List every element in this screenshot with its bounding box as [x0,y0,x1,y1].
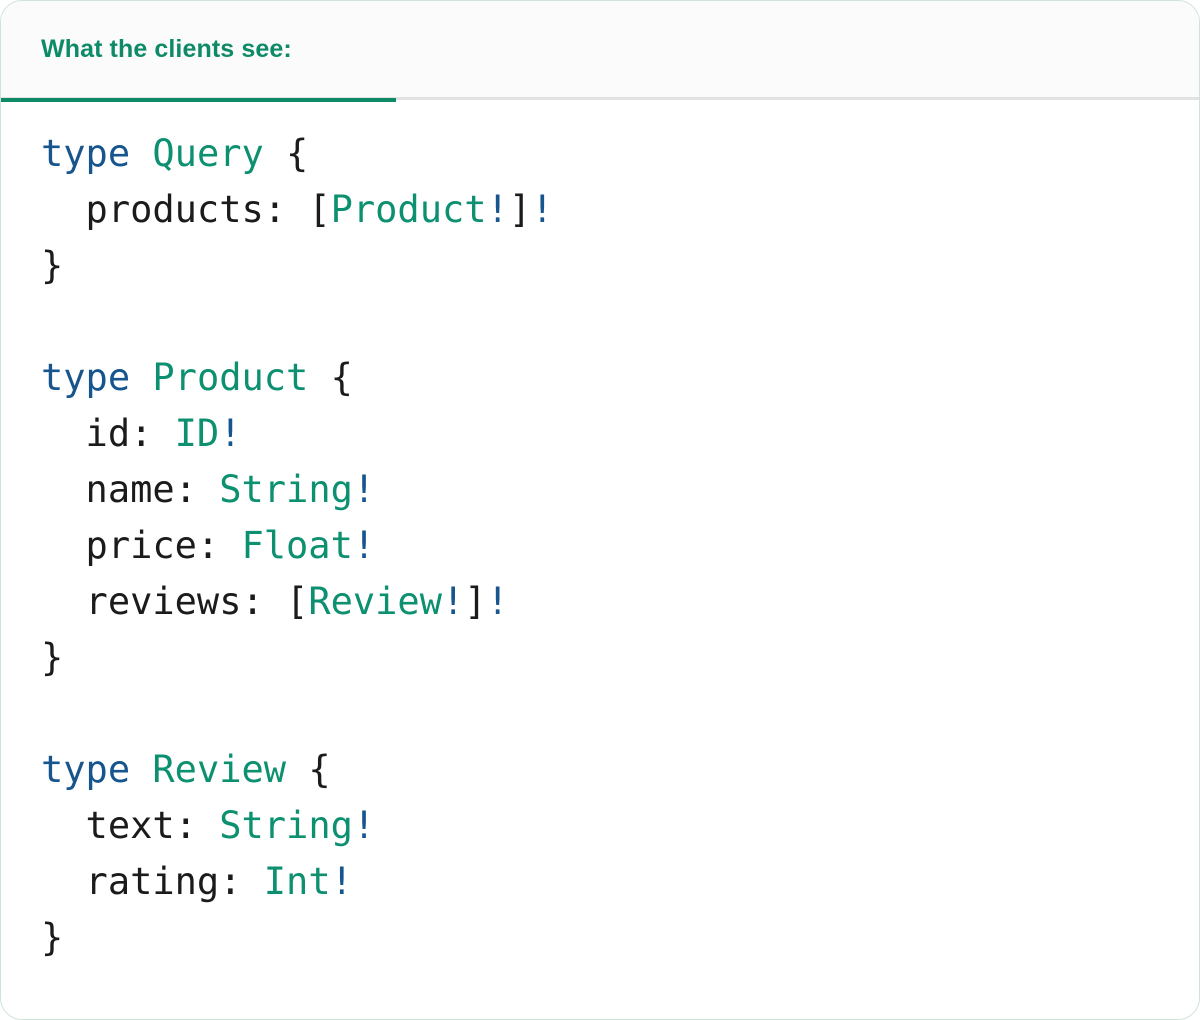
code-token-field: price: [41,524,242,567]
code-line: name: String! [41,462,1199,518]
code-token-punct: } [41,244,64,287]
code-token-typename: Float [241,524,353,567]
code-token-punct [130,748,152,791]
code-line: text: String! [41,798,1199,854]
code-line: } [41,910,1199,966]
code-line: rating: Int! [41,854,1199,910]
code-token-typename: Review [152,748,287,791]
code-token-punct: { [263,132,309,175]
code-token-bang: ! [219,412,242,455]
code-line: } [41,630,1199,686]
code-token-bang: ! [352,524,376,567]
code-token-punct: { [286,748,331,791]
code-token-punct: ] [464,580,487,623]
code-line: price: Float! [41,518,1199,574]
code-token-bang: ! [352,804,376,847]
code-token-typename: String [219,804,353,847]
code-token-typename: ID [174,412,220,455]
tab-strip: What the clients see: [1,1,1199,102]
code-token-bang: ! [352,468,376,511]
graphql-schema-code[interactable]: type Query { products: [Product!]!} type… [41,126,1199,966]
code-line [41,686,1199,742]
code-token-bang: ! [330,860,353,903]
code-area: type Query { products: [Product!]!} type… [1,100,1199,966]
code-line: type Product { [41,350,1199,406]
code-token-typename: Int [263,860,331,903]
code-line [41,294,1199,350]
code-token-typename: String [219,468,353,511]
code-line: type Query { [41,126,1199,182]
tab-what-the-clients-see[interactable]: What the clients see: [1,1,396,102]
code-token-punct: ] [508,188,532,231]
code-token-field: text: [41,804,220,847]
code-token-punct [130,132,152,175]
code-token-bang: ! [486,188,509,231]
code-token-field: id: [41,412,175,455]
code-token-keyword: type [41,356,131,399]
code-token-typename: Review [308,580,442,623]
code-line: reviews: [Review!]! [41,574,1199,630]
code-token-field: reviews: [41,580,287,623]
code-line: type Review { [41,742,1199,798]
code-line: products: [Product!]! [41,182,1199,238]
tab-label: What the clients see: [41,34,292,63]
code-token-bang: ! [486,580,509,623]
code-token-bang: ! [441,580,465,623]
code-token-punct: [ [286,580,309,623]
code-token-field: rating: [41,860,264,903]
code-token-punct [130,356,152,399]
code-token-field: products: [41,188,309,231]
code-token-typename: Query [152,132,264,175]
code-token-punct: [ [308,188,331,231]
code-token-field: name: [41,468,220,511]
code-token-keyword: type [41,132,131,175]
code-line: } [41,238,1199,294]
code-token-punct: } [41,916,64,959]
code-token-bang: ! [531,188,554,231]
code-token-punct: } [41,636,64,679]
code-token-keyword: type [41,748,131,791]
code-token-punct: { [308,356,353,399]
code-token-typename: Product [152,356,309,399]
code-line: id: ID! [41,406,1199,462]
code-token-typename: Product [330,188,487,231]
